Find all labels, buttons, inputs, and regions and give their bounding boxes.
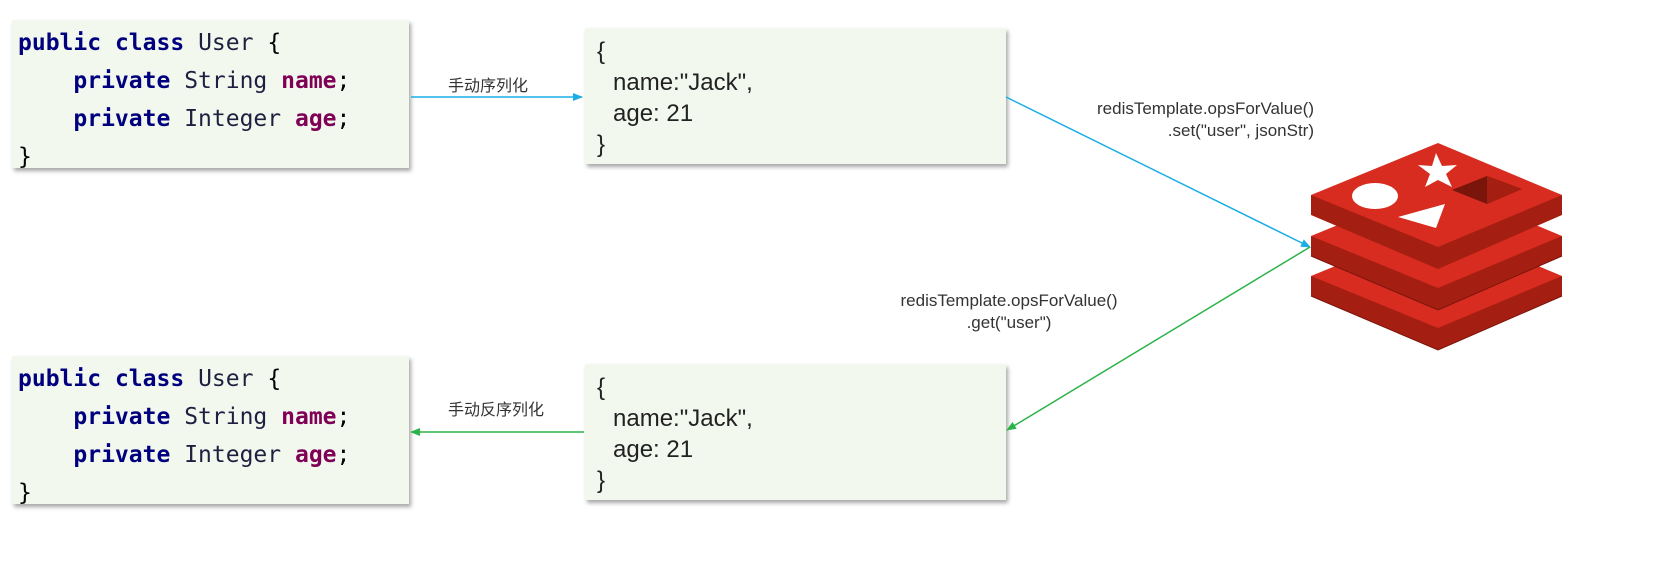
json-age-line: age: 21 <box>613 100 694 127</box>
code-type: String <box>184 68 268 94</box>
serialize-label: 手动序列化 <box>448 76 529 95</box>
get-api-line1: redisTemplate.opsForValue() <box>900 291 1118 310</box>
json-open-brace: { <box>597 374 606 401</box>
code-brace: { <box>267 30 282 56</box>
code-keyword: public <box>18 366 102 392</box>
code-brace: } <box>18 144 32 170</box>
code-brace: } <box>18 480 32 506</box>
code-brace: { <box>267 366 282 392</box>
redis-logo-icon <box>1310 143 1563 351</box>
json-name-line: name:"Jack", <box>613 69 753 96</box>
json-close-brace: } <box>597 467 606 494</box>
code-keyword: public <box>18 30 102 56</box>
code-semicolon: ; <box>336 68 351 94</box>
code-class-name: User <box>198 30 254 56</box>
get-from-redis-arrow <box>1006 246 1311 431</box>
code-keyword: private <box>73 106 171 132</box>
code-keyword: class <box>114 30 185 56</box>
json-open-brace: { <box>597 38 606 65</box>
code-keyword: class <box>114 366 185 392</box>
bottom-json-box: { name:"Jack", age: 21 } <box>585 364 1006 500</box>
code-field: name <box>281 68 337 94</box>
code-keyword: private <box>73 68 171 94</box>
code-type: String <box>184 404 268 430</box>
set-to-redis-arrow <box>1005 96 1311 248</box>
bottom-user-class-code: public class User { private String name;… <box>12 356 409 506</box>
code-field: name <box>281 404 337 430</box>
get-api-line2: .get("user") <box>966 313 1052 332</box>
top-user-class-code: public class User { private String name;… <box>12 20 409 170</box>
code-type: Integer <box>184 442 282 468</box>
code-keyword: private <box>73 442 171 468</box>
code-semicolon: ; <box>336 404 351 430</box>
code-field: age <box>294 442 337 468</box>
json-close-brace: } <box>597 131 606 158</box>
json-age-line: age: 21 <box>613 436 694 463</box>
code-type: Integer <box>184 106 282 132</box>
top-json-box: { name:"Jack", age: 21 } <box>585 28 1006 164</box>
set-api-label: redisTemplate.opsForValue() .set("user",… <box>1040 98 1314 142</box>
deserialize-label: 手动反序列化 <box>448 400 545 419</box>
get-api-label: redisTemplate.opsForValue() .get("user") <box>872 290 1146 334</box>
set-api-line1: redisTemplate.opsForValue() <box>1097 99 1314 118</box>
code-class-name: User <box>198 366 254 392</box>
code-keyword: private <box>73 404 171 430</box>
json-name-line: name:"Jack", <box>613 405 753 432</box>
code-field: age <box>294 106 337 132</box>
code-semicolon: ; <box>336 106 351 132</box>
code-semicolon: ; <box>336 442 351 468</box>
set-api-line2: .set("user", jsonStr) <box>1167 121 1314 140</box>
